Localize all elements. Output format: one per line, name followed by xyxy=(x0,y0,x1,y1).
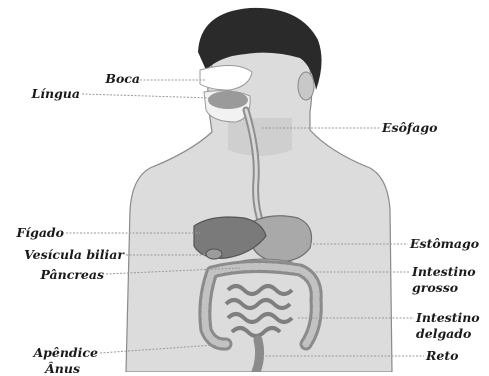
label-estomago: Estômago xyxy=(410,237,479,250)
label-boca: Boca xyxy=(74,72,140,85)
label-reto: Reto xyxy=(426,349,458,362)
label-intestino-grosso-line2: grosso xyxy=(412,281,458,294)
label-esofago: Esôfago xyxy=(382,121,437,134)
gallbladder xyxy=(206,249,222,259)
ear xyxy=(298,72,314,100)
label-lingua: Língua xyxy=(20,87,80,100)
label-pancreas: Pâncreas xyxy=(28,268,104,281)
label-vesicula-biliar: Vesícula biliar xyxy=(8,248,124,261)
label-intestino-delgado-line2: delgado xyxy=(416,327,471,340)
tongue xyxy=(208,91,248,109)
label-figado: Fígado xyxy=(4,226,64,239)
label-intestino-grosso-line1: Intestino xyxy=(412,265,476,278)
neck-shade xyxy=(228,118,292,156)
label-anus: Ânus xyxy=(20,362,80,375)
label-apendice: Apêndice xyxy=(20,346,98,359)
rectum xyxy=(256,340,260,372)
label-intestino-delgado-line1: Intestino xyxy=(416,311,480,324)
